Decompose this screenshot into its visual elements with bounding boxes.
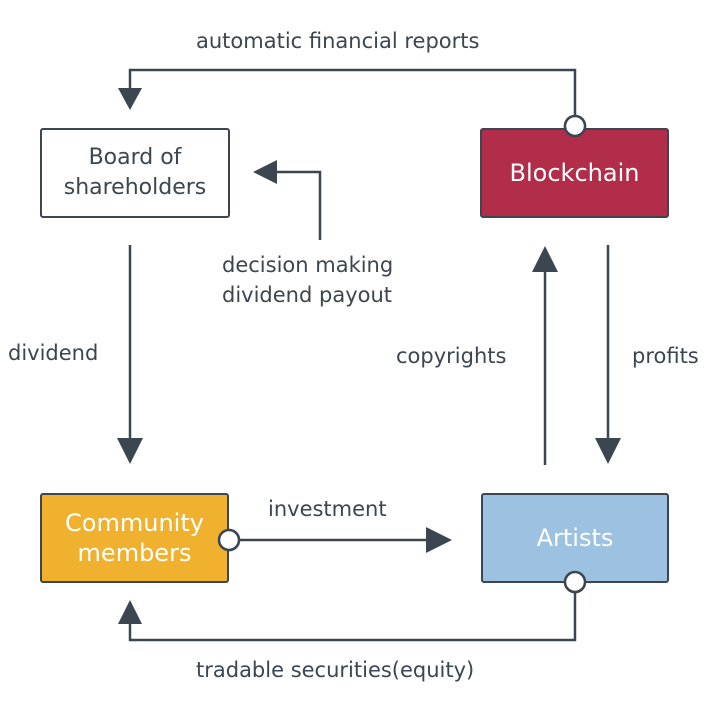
copyrights-label: copyrights <box>396 344 507 368</box>
copyrights-connector <box>532 246 558 465</box>
reports-connector <box>118 68 587 138</box>
investment-label: investment <box>268 497 387 521</box>
profits-label: profits <box>632 344 699 368</box>
reports-label: automatic financial reports <box>196 29 480 53</box>
investment-connector <box>217 527 452 553</box>
decision-connector <box>253 160 322 240</box>
community-members-node: Community members <box>40 493 229 583</box>
board-label: Board of shareholders <box>63 145 207 200</box>
blockchain-label: Blockchain <box>509 159 640 187</box>
securities-label: tradable securities(equity) <box>196 658 475 682</box>
community-label: Community members <box>65 509 204 567</box>
dividend-label: dividend <box>8 341 99 365</box>
artists-node: Artists <box>481 493 669 583</box>
dividend-connector <box>117 245 143 464</box>
decision-label: decision making dividend payout <box>222 253 394 307</box>
profits-connector <box>595 245 621 464</box>
artists-label: Artists <box>536 524 614 552</box>
board-of-shareholders-node: Board of shareholders <box>40 128 230 218</box>
blockchain-node: Blockchain <box>480 128 669 218</box>
